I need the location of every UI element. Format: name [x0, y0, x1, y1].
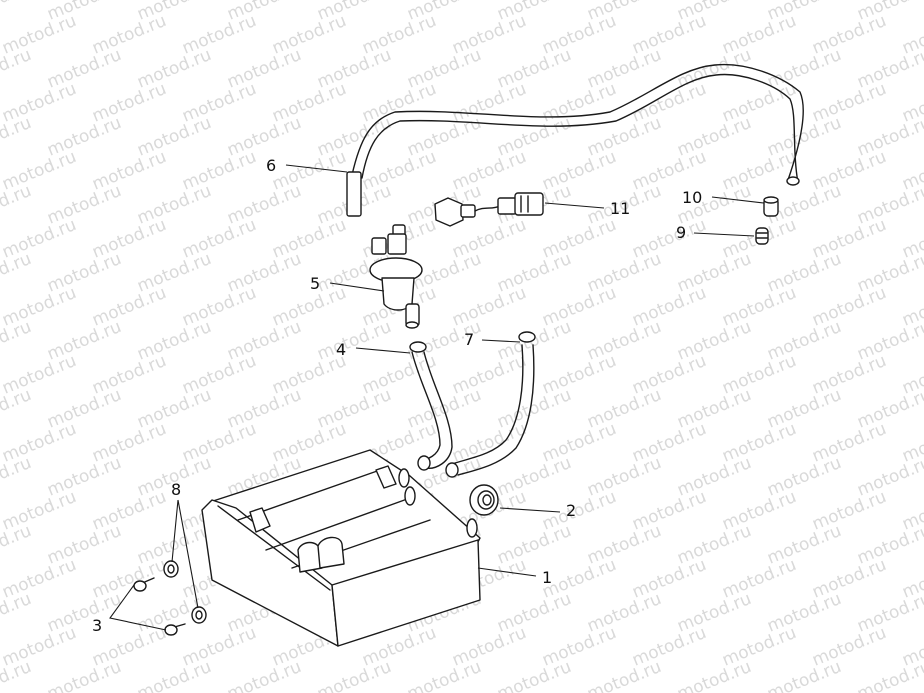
fitting [755, 227, 769, 245]
callout-2: 2 [566, 501, 576, 520]
callout-5: 5 [310, 274, 320, 293]
grommet [469, 484, 499, 516]
callout-3: 3 [92, 616, 102, 635]
vent-hose [346, 63, 804, 217]
callout-7: 7 [464, 330, 474, 349]
washer [163, 560, 207, 624]
callout-1: 1 [542, 568, 552, 587]
callout-6: 6 [266, 156, 276, 175]
wiring-connector [434, 192, 544, 227]
hose-cap [763, 196, 779, 217]
leader-lines [109, 164, 765, 631]
solenoid-valve [369, 224, 423, 329]
callout-4: 4 [336, 340, 346, 359]
hose-long [445, 331, 536, 478]
callout-8: 8 [171, 480, 181, 499]
callout-11: 11 [610, 199, 630, 218]
charcoal-canister [201, 449, 481, 647]
hose-short [409, 341, 453, 471]
bolt [133, 577, 186, 636]
callout-numbers: 1 2 3 4 5 6 7 8 9 10 11 [92, 156, 702, 635]
callout-9: 9 [676, 223, 686, 242]
callout-10: 10 [682, 188, 702, 207]
